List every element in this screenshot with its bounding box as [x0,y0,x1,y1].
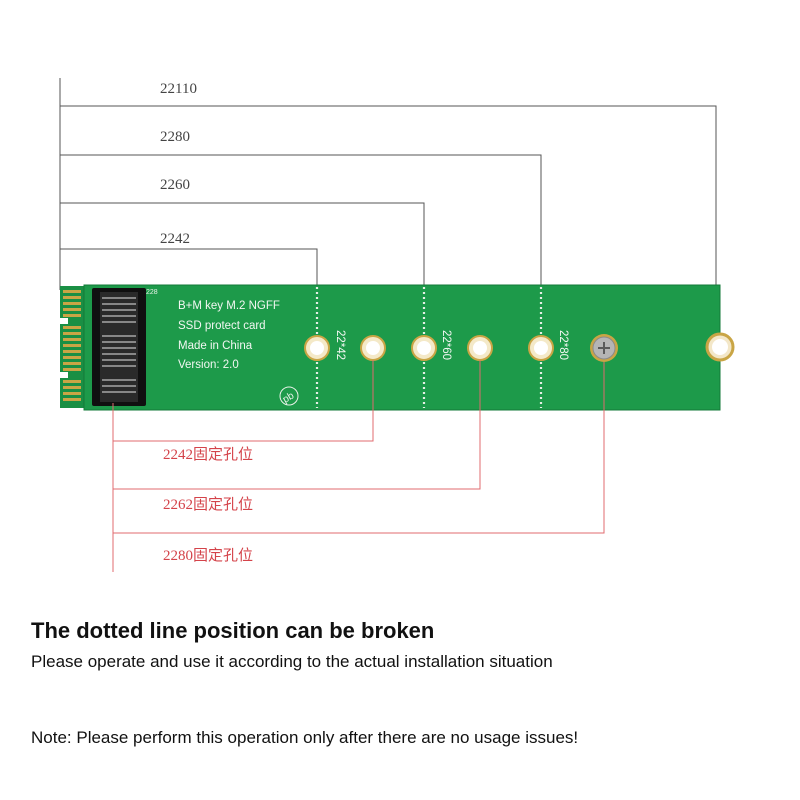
top-dimension-lines [59,78,717,290]
mounting-hole-2 [360,335,386,361]
caption-title: The dotted line position can be broken [31,618,435,643]
hole-label-22x80: 22*80 [557,330,569,360]
caption-note: Note: Please perform this operation only… [31,728,579,747]
mounting-hole-4 [467,335,493,361]
mounting-holes [304,334,618,362]
silkscreen-line-3: Made in China [178,340,253,352]
hole-label-22x42: 22*42 [334,330,346,360]
mounting-hole-3 [411,335,437,361]
mount-line-2280 [113,362,605,534]
dimension-label-2260: 2260 [160,177,190,193]
screw-icon [590,334,618,362]
dimension-line-2280 [60,154,542,290]
mounting-hole-5 [528,335,554,361]
dimension-label-22110: 22110 [160,81,197,97]
caption-subtitle: Please operate and use it according to t… [31,652,553,671]
connector-pin-label: 228 [146,289,158,296]
mount-line-2242 [113,360,374,442]
mount-label-2280: 2280固定孔位 [163,547,253,564]
dimension-label-2242: 2242 [160,231,190,247]
bottom-dimension-lines [112,360,605,572]
dimension-label-2280: 2280 [160,129,190,145]
dimension-line-2260 [60,202,425,290]
mount-line-2262 [113,360,481,490]
ssd-board-diagram: 22110 2280 2260 2242 [58,78,735,572]
hole-label-22x60: 22*60 [440,330,452,360]
edge-connector [58,286,84,408]
m2-socket [92,288,146,406]
silkscreen-line-2: SSD protect card [178,320,266,332]
dimension-line-2242 [60,248,318,290]
board-logo-text: pb [281,390,297,405]
silkscreen-line-1: B+M key M.2 NGFF [178,300,280,312]
mounting-hole-1 [304,335,330,361]
mount-label-2242: 2242固定孔位 [163,446,253,463]
mount-label-2262: 2262固定孔位 [163,496,253,513]
pcb-board: 228 B+M key M.2 NGFF SSD protect card Ma… [58,284,735,411]
board-logo: pb [279,386,299,406]
dimension-line-22110 [60,105,717,290]
silkscreen-line-4: Version: 2.0 [178,359,239,371]
